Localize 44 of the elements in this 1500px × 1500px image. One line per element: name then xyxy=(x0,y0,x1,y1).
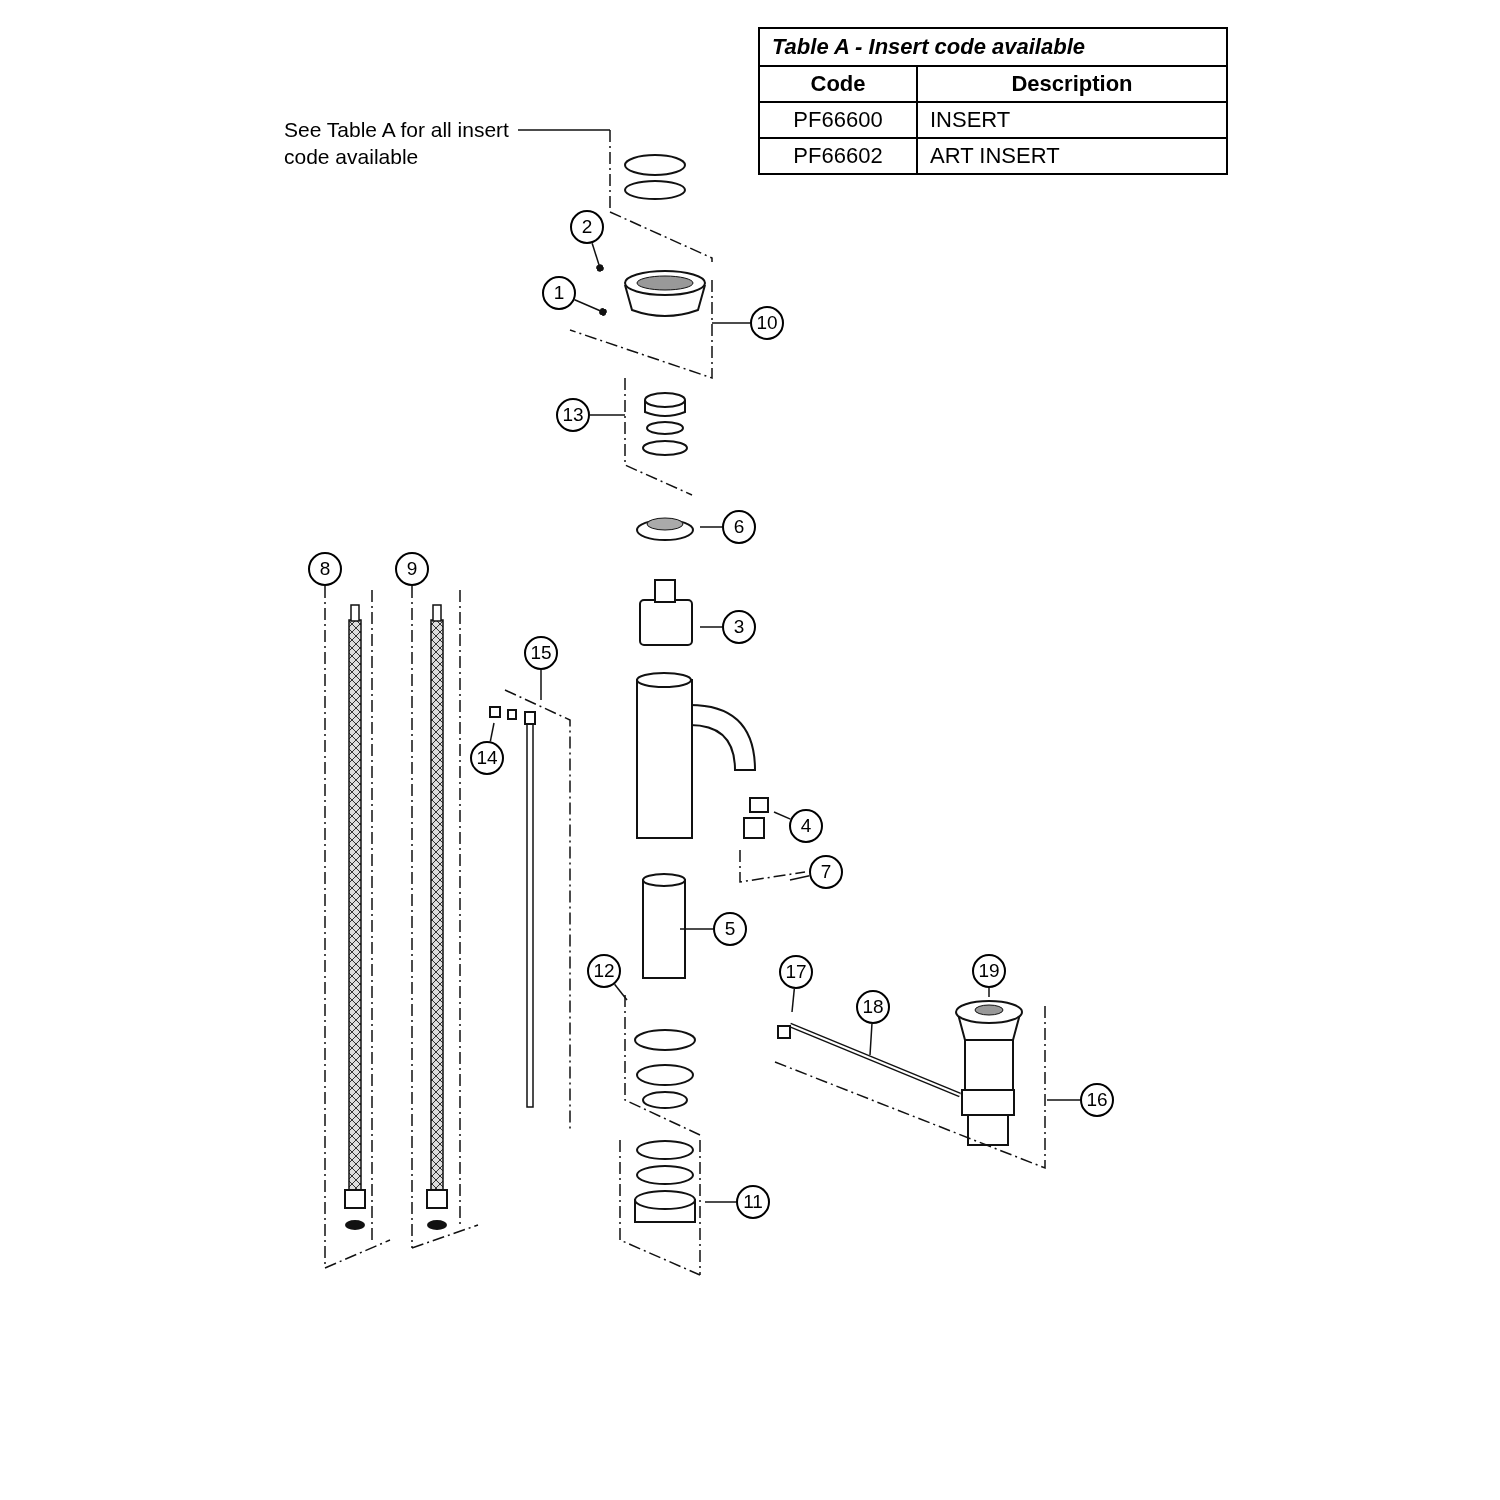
callout-number: 7 xyxy=(809,855,843,889)
note-text: See Table A for all insert code available xyxy=(284,116,516,170)
callout-number: 15 xyxy=(524,636,558,670)
table-cell-text: ART INSERT xyxy=(929,142,1061,170)
leader-line xyxy=(789,874,811,881)
leader-line xyxy=(791,988,796,1013)
leader-line xyxy=(613,983,628,1001)
leader-line xyxy=(679,928,714,930)
table-title: Table A - Insert code available xyxy=(760,29,1226,67)
leader-line xyxy=(411,585,413,1249)
callout-number: 19 xyxy=(972,954,1006,988)
callout-number: 2 xyxy=(570,210,604,244)
callout-number: 9 xyxy=(395,552,429,586)
callout-number: 5 xyxy=(713,912,747,946)
callout-number: 17 xyxy=(779,955,813,989)
leader-line xyxy=(489,722,495,743)
callout-number: 14 xyxy=(470,741,504,775)
leader-line xyxy=(589,414,626,416)
callout-number: 3 xyxy=(722,610,756,644)
callout-number: 11 xyxy=(736,1185,770,1219)
callout-number: 4 xyxy=(789,809,823,843)
leader-line xyxy=(704,1201,737,1203)
leader-line xyxy=(711,322,751,324)
leader-line xyxy=(699,526,723,528)
callout-number: 6 xyxy=(722,510,756,544)
leader-line xyxy=(699,626,723,628)
leader-line xyxy=(869,1023,873,1056)
leader-line xyxy=(1046,1099,1081,1101)
callout-number: 10 xyxy=(750,306,784,340)
column-header: Code xyxy=(760,67,918,101)
leader-line xyxy=(540,669,542,701)
callout-number: 8 xyxy=(308,552,342,586)
callout-number: 16 xyxy=(1080,1083,1114,1117)
table-cell: PF66602 xyxy=(760,139,918,173)
leader-line xyxy=(517,129,611,131)
callout-number: 1 xyxy=(542,276,576,310)
callout-number: 13 xyxy=(556,398,590,432)
leader-line xyxy=(591,242,604,272)
callout-number: 12 xyxy=(587,954,621,988)
table-cell-text: INSERT xyxy=(929,106,1012,134)
leader-line xyxy=(988,987,990,998)
callout-number: 18 xyxy=(856,990,890,1024)
table-cell: PF66600 xyxy=(760,103,918,137)
column-header: Description xyxy=(1010,70,1134,98)
